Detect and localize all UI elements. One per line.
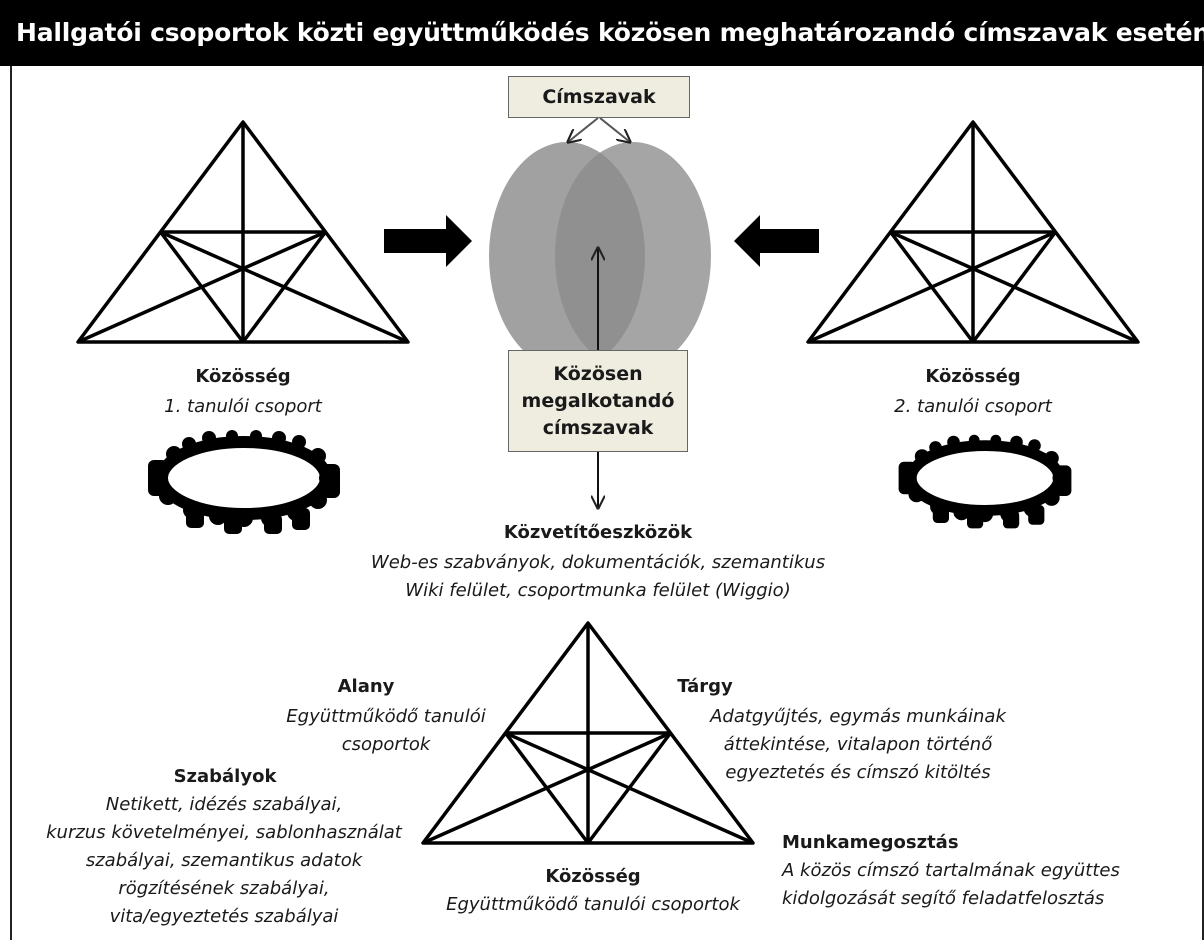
right-arrow-icon — [384, 215, 472, 267]
division-heading: Munkamegosztás — [782, 832, 959, 853]
community-line: Együttműködő tanulói csoportok — [446, 894, 740, 915]
division-line-2: kidolgozását segítő feladatfelosztás — [782, 888, 1105, 909]
overlap-ellipse-right — [555, 142, 711, 370]
mediating-heading: Közvetítőeszközök — [503, 522, 693, 543]
rules-line-3: szabályai, szemantikus adatok — [85, 850, 363, 871]
subject-line-1: Együttműködő tanulói — [286, 706, 486, 727]
left-activity-triangle — [76, 120, 410, 344]
community-heading: Közösség — [545, 866, 641, 887]
rules-line-2: kurzus követelményei, sablonhasználat — [46, 822, 402, 843]
diagram-frame — [10, 66, 1204, 940]
subject-line-2: csoportok — [341, 734, 431, 755]
object-line-1: Adatgyűjtés, egymás munkáinak — [710, 706, 1006, 727]
division-line-1: A közös címszó tartalmának együttes — [782, 860, 1120, 881]
page-title: Hallgatói csoportok közti együttműködés … — [16, 18, 1204, 47]
title-bar: Hallgatói csoportok közti együttműködés … — [0, 0, 1204, 66]
left-group-sub: 1. tanulói csoport — [164, 396, 322, 417]
center-box-line-2: megalkotandó — [521, 389, 675, 412]
right-group-sub: 2. tanulói csoport — [894, 396, 1052, 417]
center-box: Közösen megalkotandó címszavak — [508, 350, 688, 452]
left-group-heading: Közösség — [195, 366, 291, 387]
arrow-to-right-ellipse — [599, 117, 630, 142]
people-circle-right — [899, 435, 1072, 529]
arrow-to-left-ellipse — [568, 117, 599, 142]
object-line-3: egyeztetés és címszó kitöltés — [725, 762, 991, 783]
rules-line-1: Netikett, idézés szabályai, — [105, 794, 343, 815]
left-arrow-icon — [734, 215, 819, 267]
right-group-heading: Közösség — [925, 366, 1021, 387]
subject-heading: Alany — [337, 676, 395, 697]
people-circle-left — [148, 430, 340, 534]
right-activity-triangle — [806, 120, 1140, 344]
mediating-line-2: Wiki felület, csoportmunka felület (Wigg… — [405, 580, 791, 601]
rules-heading: Szabályok — [173, 766, 277, 787]
object-heading: Tárgy — [677, 676, 733, 697]
cimszavak-box: Címszavak — [508, 76, 690, 118]
mediating-line-1: Web-es szabványok, dokumentációk, szeman… — [370, 552, 826, 573]
rules-line-4: rögzítésének szabályai, — [118, 878, 330, 899]
center-box-line-3: címszavak — [542, 416, 654, 439]
object-line-2: áttekintése, vitalapon történő — [723, 734, 993, 755]
rules-line-5: vita/egyeztetés szabályai — [109, 906, 339, 927]
center-box-line-1: Közösen — [553, 362, 643, 385]
